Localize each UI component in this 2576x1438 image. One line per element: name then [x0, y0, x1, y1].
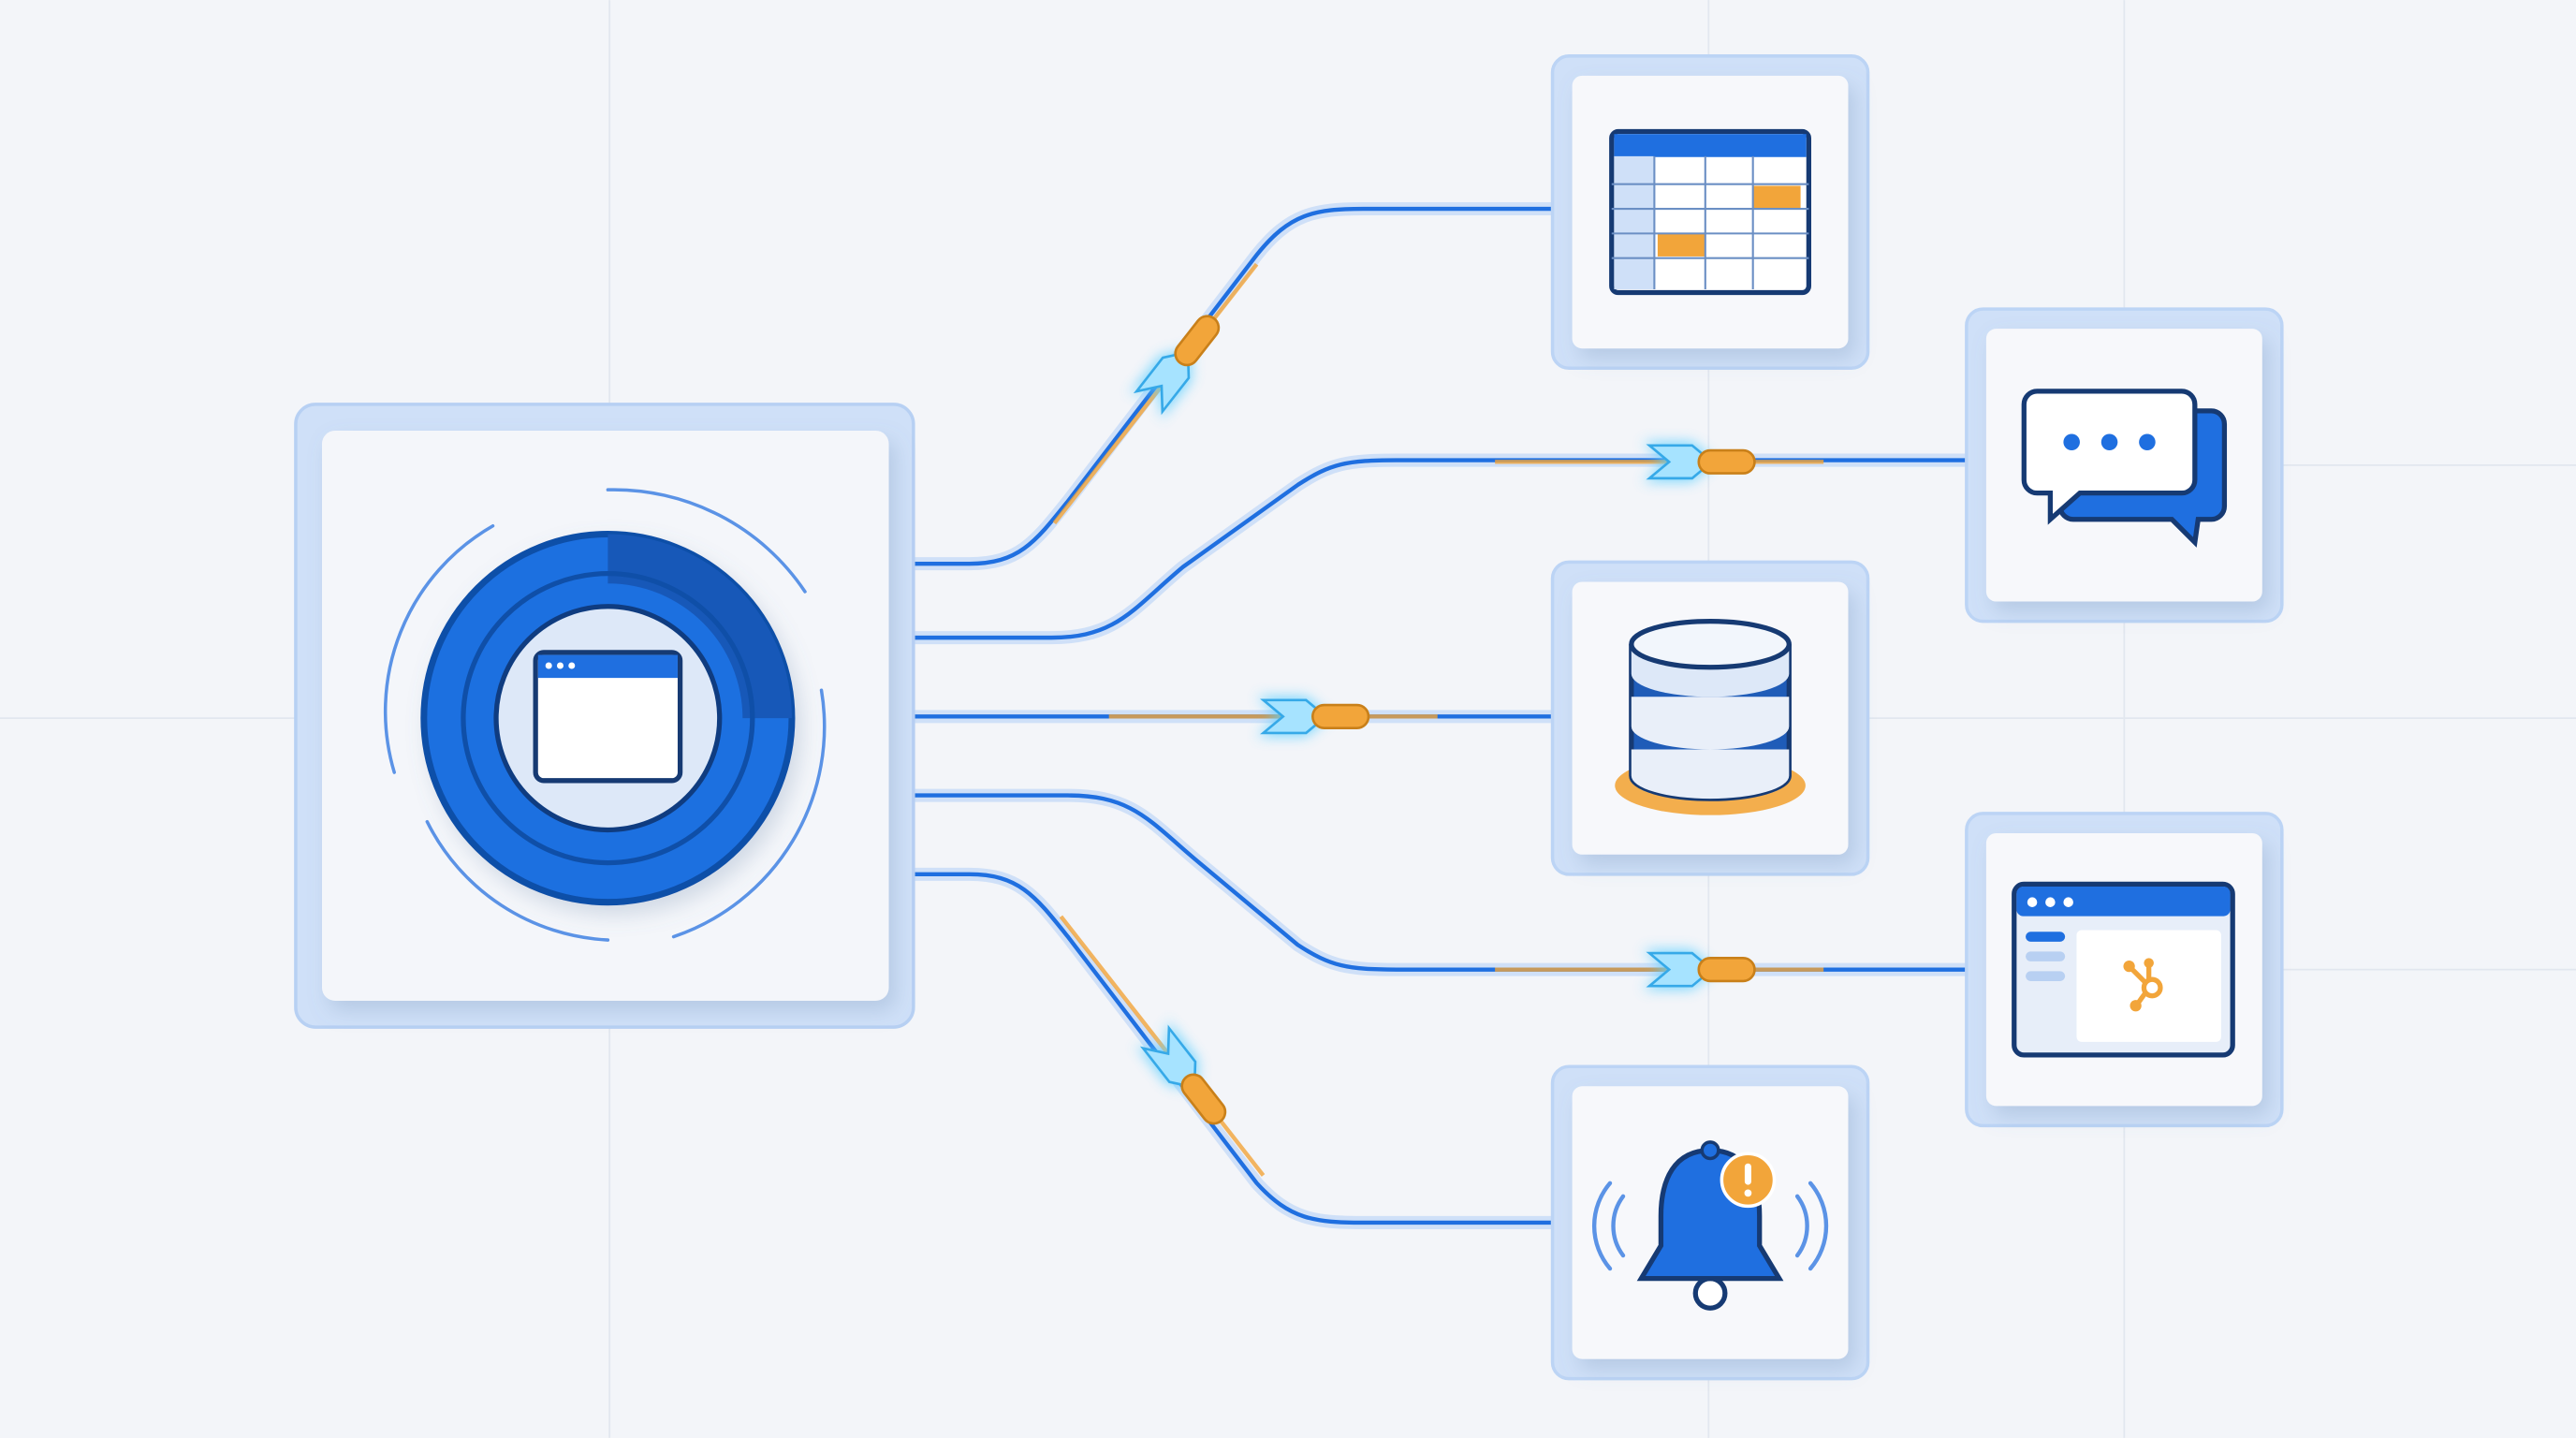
connector-line-spreadsheet — [913, 202, 1553, 571]
data-packet-database — [1108, 697, 1438, 737]
chat-bubbles-icon — [2021, 389, 2228, 548]
bell-alert-icon — [1592, 1140, 1829, 1311]
data-packet-spreadsheet — [1052, 262, 1259, 525]
connector-line-chat — [913, 453, 1967, 645]
spreadsheet-icon — [1609, 128, 1811, 296]
connector-line-crm — [913, 788, 1967, 976]
connectors — [913, 202, 1967, 1229]
signal-arcs-icon — [383, 488, 827, 942]
browser-window-icon — [533, 650, 683, 784]
database-icon — [1615, 618, 1806, 815]
data-packet-chat — [1495, 442, 1824, 482]
hub-node[interactable] — [294, 403, 915, 1029]
hubspot-browser-icon — [2012, 881, 2235, 1058]
data-packet-notification — [1059, 915, 1266, 1177]
connector-line-notification — [913, 867, 1553, 1229]
data-packet-crm — [1495, 949, 1824, 990]
